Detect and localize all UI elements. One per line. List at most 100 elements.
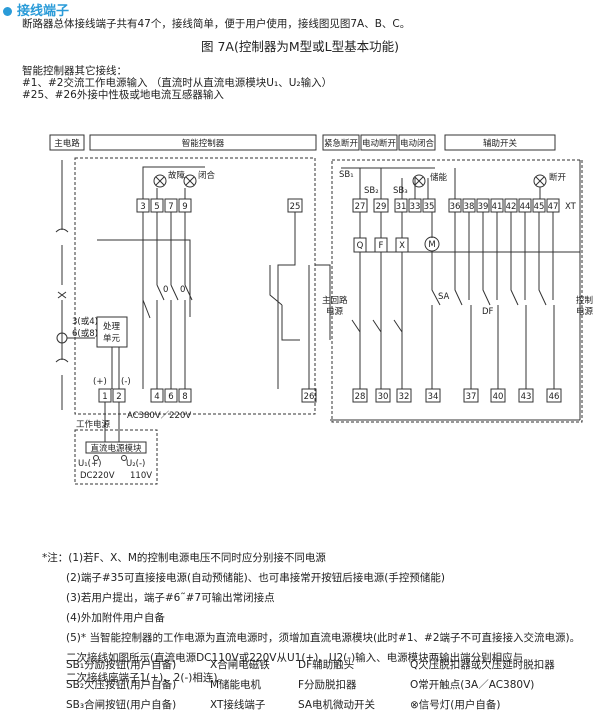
note-6: 二次接线如图所示(直流电源DC110V或220V从U1(+)、U2(-)输入、电… <box>66 652 524 664</box>
label-dc-module: 直流电源模块 <box>90 443 142 454</box>
label-plus: (+) <box>93 377 107 387</box>
term-27: 27 <box>355 202 366 212</box>
label-storage: 储能 <box>430 172 448 183</box>
label-proc-1: 处理 <box>103 321 121 332</box>
term-26: 26 <box>304 392 315 402</box>
label-dc220: DC220V <box>80 471 115 481</box>
label-fault: 故障 <box>168 170 186 181</box>
hdr-controller: 智能控制器 <box>182 138 225 149</box>
header-box-aux <box>444 134 556 151</box>
label-main-loop-1: 主回路 <box>322 295 348 306</box>
lamp-close <box>183 174 197 188</box>
hdr-motor-close: 电动闭合 <box>400 138 435 149</box>
legend-m: M储能电机 <box>210 679 262 691</box>
note-3: (3)若用户提出，端子#6˜#7可输出常闭接点 <box>66 592 275 604</box>
legend-f: F分励脱扣器 <box>298 679 357 691</box>
main-breaks <box>55 228 69 363</box>
dc-module-box <box>85 441 147 454</box>
label-ct-2: 6(或8) <box>72 328 98 339</box>
coil-x-label: X <box>399 241 405 251</box>
main-contact-x <box>57 291 67 299</box>
term-41: 41 <box>492 202 503 212</box>
controller-dashed-box <box>74 157 316 415</box>
hdr-main-circuit: 主电路 <box>54 138 80 149</box>
header-box-motor-open <box>360 134 398 151</box>
legend-lamp: ⊗信号灯(用户自备) <box>410 699 501 711</box>
ctrl-note-1: 智能控制器其它接线： <box>22 65 127 77</box>
term-4: 4 <box>154 392 159 402</box>
legend-col-3: DF辅助触头 F分励脱扣器 SA电机微动开关 <box>298 655 375 715</box>
term-6: 6 <box>168 392 173 402</box>
label-main-loop-2: 电源 <box>326 306 344 317</box>
header-box-emergency <box>322 134 360 151</box>
label-sb2: SB₂ <box>364 186 379 196</box>
legend-q: Q欠压脱扣器或欠压延时脱扣器 <box>410 659 555 671</box>
term-5: 5 <box>154 202 159 212</box>
label-minus: (-) <box>121 377 131 387</box>
label-u1: U₁(+) <box>78 459 101 469</box>
note-2: (2)端子#35可直接接电源(自动预储能)、也可串接常开按钮后接电源(手控预储能… <box>66 572 445 584</box>
term-33: 33 <box>410 202 421 212</box>
label-ct-1: 3(或4) <box>72 316 98 327</box>
term-30: 30 <box>378 392 389 402</box>
term-29: 29 <box>376 202 387 212</box>
legend-sa: SA电机微动开关 <box>298 699 376 711</box>
term-36: 36 <box>450 202 461 212</box>
header-box-motor-close <box>398 134 436 151</box>
legend-sb3: SB₃合闸按钮(用户自备) <box>66 699 177 711</box>
lamp-storage <box>412 174 426 188</box>
label-ctrl-power-2: 电源 <box>576 306 594 317</box>
label-ac: AC380V／220V <box>127 411 191 421</box>
label-u2: U₂(-) <box>126 459 145 469</box>
dc-module-dashed-box <box>74 429 158 485</box>
label-close: 闭合 <box>198 170 216 181</box>
label-ctrl-power-1: 控制 <box>576 295 593 306</box>
intro-text: 断路器总体接线端子共有47个，接线简单，便于用户使用，接线图见图7A、B、C。 <box>22 18 411 30</box>
label-110v: 110V <box>130 471 152 481</box>
legend-col-2: X合闸电磁铁 M储能电机 XT接线端子 <box>210 655 270 715</box>
label-sb3: SB₃ <box>393 186 408 196</box>
term-1: 1 <box>102 392 107 402</box>
section-title: 接线端子 <box>3 0 69 19</box>
hdr-motor-open: 电动断开 <box>362 138 397 149</box>
legend-col-1: SB₁分励按钮(用户自备) SB₂欠压按钮(用户自备) SB₃合闸按钮(用户自备… <box>66 655 176 715</box>
label-xt: XT <box>565 202 577 212</box>
diagram-labels: 主电路 智能控制器 紧急断开 电动断开 电动闭合 辅助开关 故障 闭合 储能 断… <box>54 138 593 481</box>
term-40: 40 <box>493 392 504 402</box>
label-work-power: 工作电源 <box>76 419 111 430</box>
lamp-fault <box>153 174 167 188</box>
coil-q-label: Q <box>357 241 364 251</box>
label-sa: SA <box>438 292 450 302</box>
legend-x: X合闸电磁铁 <box>210 659 270 671</box>
term-31: 31 <box>396 202 407 212</box>
legend-xt: XT接线端子 <box>210 699 266 711</box>
header-box-main-circuit <box>49 134 85 151</box>
hdr-aux: 辅助开关 <box>483 138 518 149</box>
term-34: 34 <box>428 392 439 402</box>
note-7: 二次接线座端子1(+)、2(-)相连)。 <box>66 672 228 684</box>
figure-title: 图 7A(控制器为M型或L型基本功能) <box>201 39 399 54</box>
label-open: 断开 <box>549 172 567 183</box>
label-proc-2: 单元 <box>103 333 121 344</box>
term-46: 46 <box>549 392 560 402</box>
term-2: 2 <box>116 392 121 402</box>
term-7: 7 <box>168 202 173 212</box>
legend-col-4: Q欠压脱扣器或欠压延时脱扣器 O常开触点(3A／AC380V) ⊗信号灯(用户自… <box>410 655 555 715</box>
note-1: *注：(1)若F、X、M的控制电源电压不同时应分别接不同电源 <box>42 552 326 564</box>
term-38: 38 <box>464 202 475 212</box>
term-39: 39 <box>478 202 489 212</box>
label-sb1: SB₁ <box>339 170 354 180</box>
note-5: (5)* 当智能控制器的工作电源为直流电源时，须增加直流电源模块(此时#1、#2… <box>66 632 581 644</box>
term-32: 32 <box>399 392 410 402</box>
term-37: 37 <box>466 392 477 402</box>
label-df: DF <box>482 307 494 317</box>
header-box-controller <box>89 134 317 151</box>
wiring-diagram: 主电路 智能控制器 紧急断开 电动断开 电动闭合 辅助开关 故障 闭合 储能 断… <box>49 134 594 485</box>
legend-sb1: SB₁分励按钮(用户自备) <box>66 659 177 671</box>
bullet-icon <box>3 7 12 16</box>
term-25: 25 <box>290 202 301 212</box>
term-8: 8 <box>182 392 187 402</box>
hdr-emergency: 紧急断开 <box>324 138 359 149</box>
aux-dashed-box <box>331 159 583 423</box>
term-9: 9 <box>182 202 187 212</box>
